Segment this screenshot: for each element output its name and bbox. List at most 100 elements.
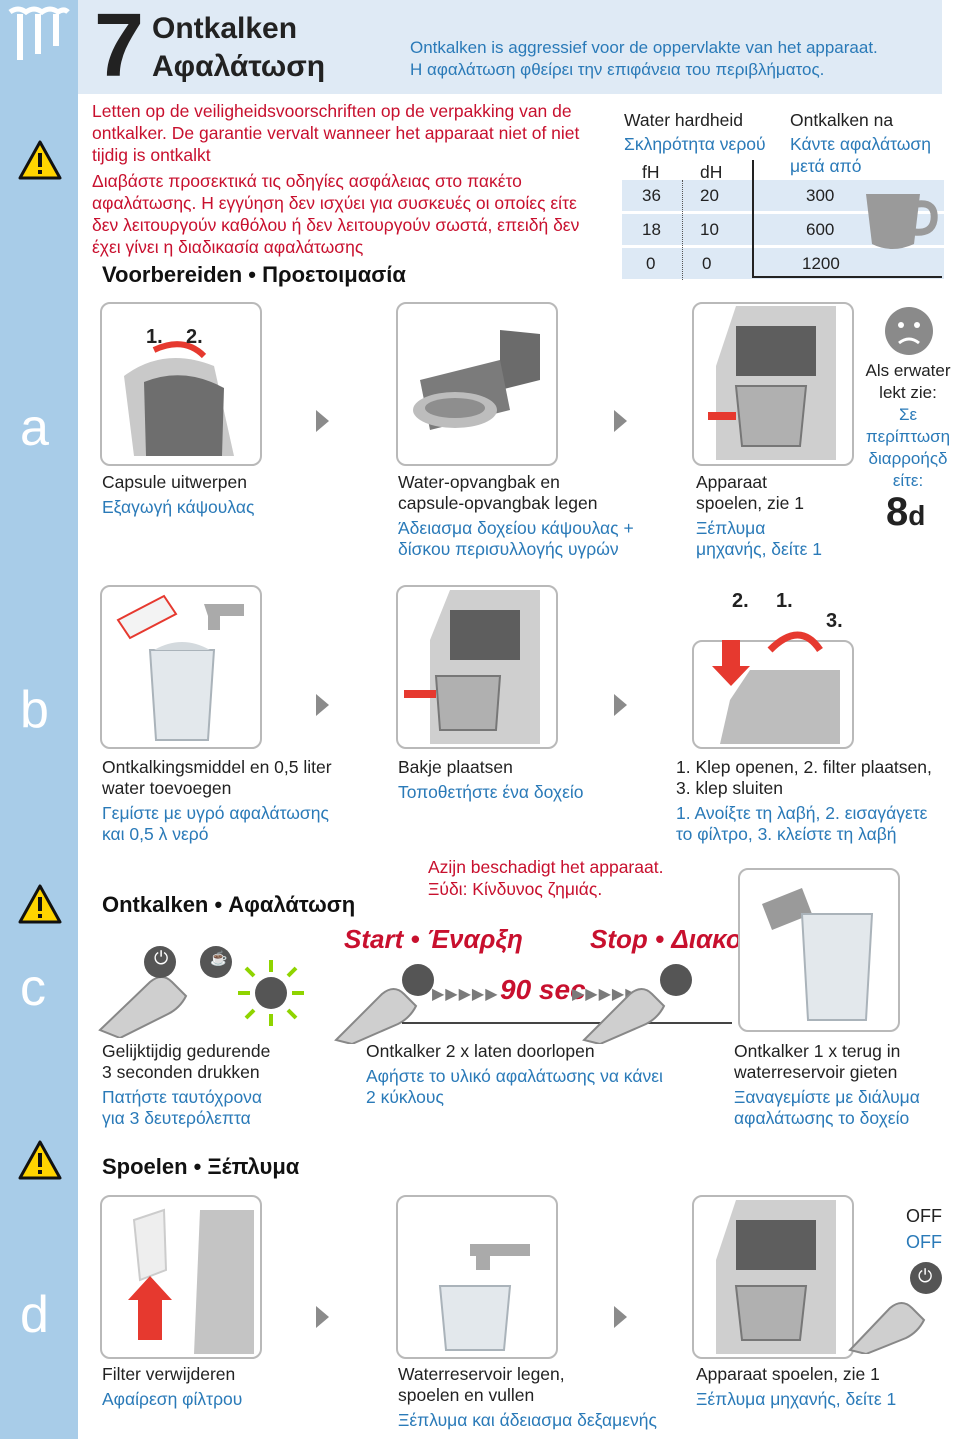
warning-text: Letten op de veiligheidsvoorschriften op… — [92, 100, 622, 258]
caption-nl: 1. Klep openen, 2. filter plaatsen, — [676, 757, 932, 777]
warning-icon — [18, 884, 62, 924]
caption: Ontkalker 1 x terug in waterreservoir gi… — [734, 1041, 920, 1129]
caption-nl: Filter verwijderen — [102, 1364, 236, 1384]
step-label: 2. — [186, 326, 203, 348]
section-heading-prep: Voorbereiden • Προετοιμασία — [102, 262, 406, 287]
finger-press-illustration — [582, 964, 692, 1044]
start-label: Start • Έναρξη — [344, 924, 523, 954]
caption-nl: Gelijktijdig gedurende — [102, 1041, 271, 1061]
warning-icon — [18, 140, 62, 180]
caption-el: Ξέπλυμα μηχανής, δείτε 1 — [696, 1389, 897, 1409]
table-cell: 18 — [642, 220, 661, 239]
caption-nl: Ontkalker 2 x laten doorlopen — [366, 1041, 595, 1061]
caption: Bakje plaatsen Τοποθετήστε ένα δοχείο — [398, 757, 584, 803]
warning-line: αφαλάτωσης. Η εγγύηση δεν ισχύει για συσ… — [92, 193, 577, 213]
finger-press-illustration — [334, 964, 434, 1044]
cup-button-icon: ☕ — [210, 950, 228, 966]
next-arrow — [316, 1306, 329, 1328]
caption-nl: spoelen en vullen — [398, 1385, 535, 1405]
power-icon: ⏻ — [154, 948, 169, 968]
blinking-light-icon — [238, 960, 304, 1026]
table-cell: 600 — [806, 220, 835, 239]
caption: Apparaat spoelen, zie 1 Ξέπλυμα μηχανής,… — [696, 472, 822, 560]
water-tank-illustration — [116, 594, 244, 741]
table-row — [622, 248, 944, 279]
cup-icon — [866, 194, 938, 249]
step-label: 1. — [146, 326, 163, 348]
next-arrow — [316, 410, 329, 432]
table-header-descale-el: Κάντε αφαλάτωση — [790, 134, 931, 154]
progress-arrows: ▶▶▶▶▶ — [432, 986, 499, 1003]
table-cell: 300 — [806, 186, 835, 205]
header-note-nl: Ontkalken is aggressief voor de oppervla… — [410, 38, 878, 57]
warning-line: έχει γίνει η διαδικασία αφαλάτωσης — [92, 237, 364, 257]
caption-el: Άδειασμα δοχείου κάψουλας + — [398, 518, 634, 538]
machine-container-illustration — [404, 590, 540, 744]
leak-note-line: διαρροήςδ — [868, 449, 948, 468]
caption-el: Ξαναγεμίστε με διάλυμα — [734, 1087, 920, 1107]
row-letter-a: a — [20, 399, 49, 457]
table-header-hardness-el: Σκληρότητα νερού — [624, 134, 766, 154]
caption-el: Αφήστε το υλικό αφαλάτωσης να κάνει — [366, 1066, 663, 1086]
leak-note-line: Σε — [898, 405, 918, 424]
table-header-descale-el-2: μετά από — [790, 156, 862, 176]
vinegar-warning-el: Ξύδι: Κίνδυνος ζημιάς. — [428, 879, 603, 899]
repeat-line — [402, 1022, 732, 1024]
header-band — [78, 0, 942, 94]
caption-el: Ξέπλυμα και άδειασμα δεξαμενής — [398, 1410, 657, 1430]
caption: Water-opvangbak en capsule-opvangbak leg… — [398, 472, 634, 560]
caption-el: και 0,5 λ νερό — [102, 824, 209, 844]
caption: Filter verwijderen Αφαίρεση φίλτρου — [102, 1364, 242, 1410]
warning-line: ontkalker. De garantie vervalt wanneer h… — [92, 123, 580, 143]
sad-face-icon — [885, 307, 933, 355]
table-divider — [752, 160, 754, 278]
header-note-el: Η αφαλάτωση φθείρει την επιφάνεια του πε… — [410, 60, 825, 79]
warning-line: Letten op de veiligheidsvoorschriften op… — [92, 101, 572, 121]
off-label-el: OFF — [906, 1232, 942, 1252]
caption-nl: Capsule uitwerpen — [102, 472, 247, 492]
section-heading-rinse: Spoelen • Ξέπλυμα — [102, 1154, 300, 1179]
descale-icon — [8, 6, 70, 60]
machine-cup-illustration — [716, 1200, 836, 1354]
caption-el: 2 κύκλους — [366, 1087, 444, 1107]
caption-nl: Ontkalkingsmiddel en 0,5 liter — [102, 757, 332, 777]
caption-nl: 3. klep sluiten — [676, 778, 784, 798]
caption: Ontkalkingsmiddel en 0,5 liter water toe… — [102, 757, 332, 845]
table-divider — [752, 276, 942, 278]
caption-el: δίσκου περισυλλογής υγρών — [398, 539, 619, 559]
warning-line: tijdig is ontkalkt — [92, 145, 211, 165]
pour-back-illustration — [762, 888, 874, 1021]
caption-nl: Bakje plaatsen — [398, 757, 513, 777]
table-cell: 10 — [700, 220, 719, 239]
row-letter-d: d — [20, 1286, 49, 1344]
machine-lever-illustration — [124, 341, 234, 456]
table-divider — [682, 180, 683, 280]
leak-note-line: Als erwater — [865, 361, 951, 380]
caption: Gelijktijdig gedurende 3 seconden drukke… — [102, 1041, 270, 1129]
caption: Apparaat spoelen, zie 1 Ξέπλυμα μηχανής,… — [696, 1364, 896, 1410]
table-header-dh: dH — [700, 162, 723, 182]
leak-note-line: είτε: — [892, 471, 924, 490]
table-cell: 0 — [646, 254, 656, 273]
caption: 1. Klep openen, 2. filter plaatsen, 3. k… — [676, 757, 932, 845]
progress-arrows: ▶▶▶▶▶ — [572, 986, 639, 1003]
warning-icon — [18, 1140, 62, 1180]
caption-el: Πατήστε ταυτόχρονα — [102, 1087, 263, 1107]
machine-cup-illustration — [708, 306, 836, 460]
leak-note-line: περίπτωση — [865, 427, 951, 446]
warning-line: δεν λειτουργούν καθόλου ή δεν λειτουργού… — [92, 215, 580, 235]
table-cell: 20 — [700, 186, 719, 205]
sidebar — [0, 0, 78, 1439]
caption: Ontkalker 2 x laten doorlopen Αφήστε το … — [366, 1041, 663, 1108]
off-label-nl: OFF — [906, 1206, 942, 1226]
step-label: 3. — [826, 610, 843, 632]
remove-filter-illustration — [128, 1208, 254, 1354]
finger-press-illustration — [848, 1262, 942, 1354]
step-label: 2. — [732, 590, 749, 612]
caption: Capsule uitwerpen Εξαγωγή κάψουλας — [102, 472, 254, 518]
finger-press-illustration — [98, 946, 232, 1038]
machine-filter-illustration — [712, 631, 840, 744]
leak-note: Als erwater lekt zie: Σε περίπτωση διαρρ… — [856, 360, 960, 492]
caption-el: 1. Ανοίξτε τη λαβή, 2. εισαγάγετε — [676, 803, 928, 823]
power-icon: ⏻ — [918, 1266, 933, 1286]
